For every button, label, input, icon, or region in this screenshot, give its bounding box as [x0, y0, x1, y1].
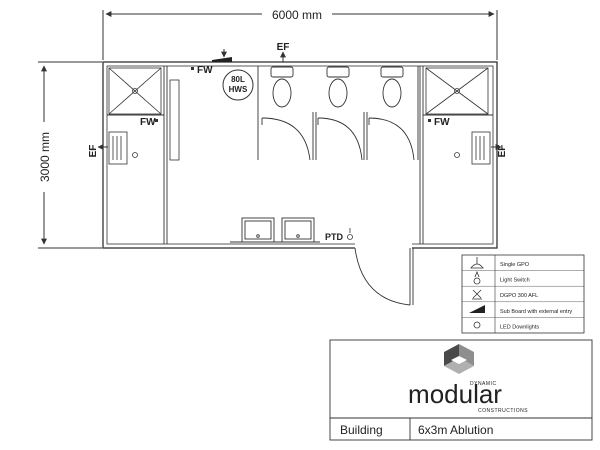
fw-left: FW — [140, 117, 158, 128]
company-logo: DYNAMIC modular CONSTRUCTIONS — [408, 344, 528, 414]
interior-walls — [107, 66, 493, 244]
height-label: 3000 mm — [38, 132, 52, 182]
fw-right: FW — [428, 117, 450, 128]
led-downlight-icon — [473, 321, 481, 329]
door-opening — [355, 242, 412, 250]
ef-right: EF — [491, 144, 508, 158]
basins — [230, 217, 320, 243]
legend: Single GPO Light Switch DGPO 300 AFL Sub… — [461, 254, 585, 334]
ef-top: EF — [277, 42, 290, 62]
dgpo-icon — [472, 289, 482, 300]
svg-text:EF: EF — [277, 42, 290, 53]
title-block: DYNAMIC modular CONSTRUCTIONS Building 6… — [329, 339, 593, 441]
sub-board-icon — [469, 305, 485, 313]
legend-label: Sub Board with external entry — [500, 309, 572, 315]
exterior-walls — [102, 61, 498, 249]
svg-text:PTD: PTD — [325, 232, 344, 242]
legend-label: LED Downlights — [500, 324, 539, 330]
bench — [169, 79, 180, 161]
svg-text:FW: FW — [434, 117, 450, 128]
logo-bottom-text: CONSTRUCTIONS — [478, 408, 528, 414]
shower-left — [108, 67, 162, 115]
svg-text:EF: EF — [88, 145, 99, 158]
svg-text:FW: FW — [197, 65, 213, 76]
width-label: 6000 mm — [272, 8, 322, 22]
legend-label: Single GPO — [500, 262, 530, 268]
ef-left: EF — [88, 144, 108, 158]
legend-label: DGPO 300 AFL — [500, 293, 538, 299]
vanity-left — [108, 131, 138, 165]
entry-door — [354, 247, 414, 306]
building-field-value: 6x3m Ablution — [418, 423, 493, 437]
legend-label: Light Switch — [500, 278, 530, 284]
sub-board-symbol — [212, 49, 232, 62]
toilets — [270, 66, 404, 108]
svg-text:FW: FW — [140, 117, 156, 128]
logo-main-text: modular — [408, 379, 502, 409]
fw-top: FW — [191, 65, 213, 76]
hws-symbol: 80L HWS — [222, 69, 254, 101]
light-switch-icon — [473, 270, 481, 285]
svg-text:EF: EF — [497, 145, 508, 158]
ptd-symbol: PTD — [325, 228, 353, 242]
svg-text:HWS: HWS — [229, 85, 248, 94]
vanity-right — [454, 131, 491, 165]
svg-text:80L: 80L — [231, 75, 245, 84]
building-field-label: Building — [340, 423, 383, 437]
cubicle-doors — [261, 117, 415, 161]
logo-top-text: DYNAMIC — [470, 381, 497, 387]
shower-right — [425, 67, 489, 115]
single-gpo-icon — [470, 257, 484, 269]
